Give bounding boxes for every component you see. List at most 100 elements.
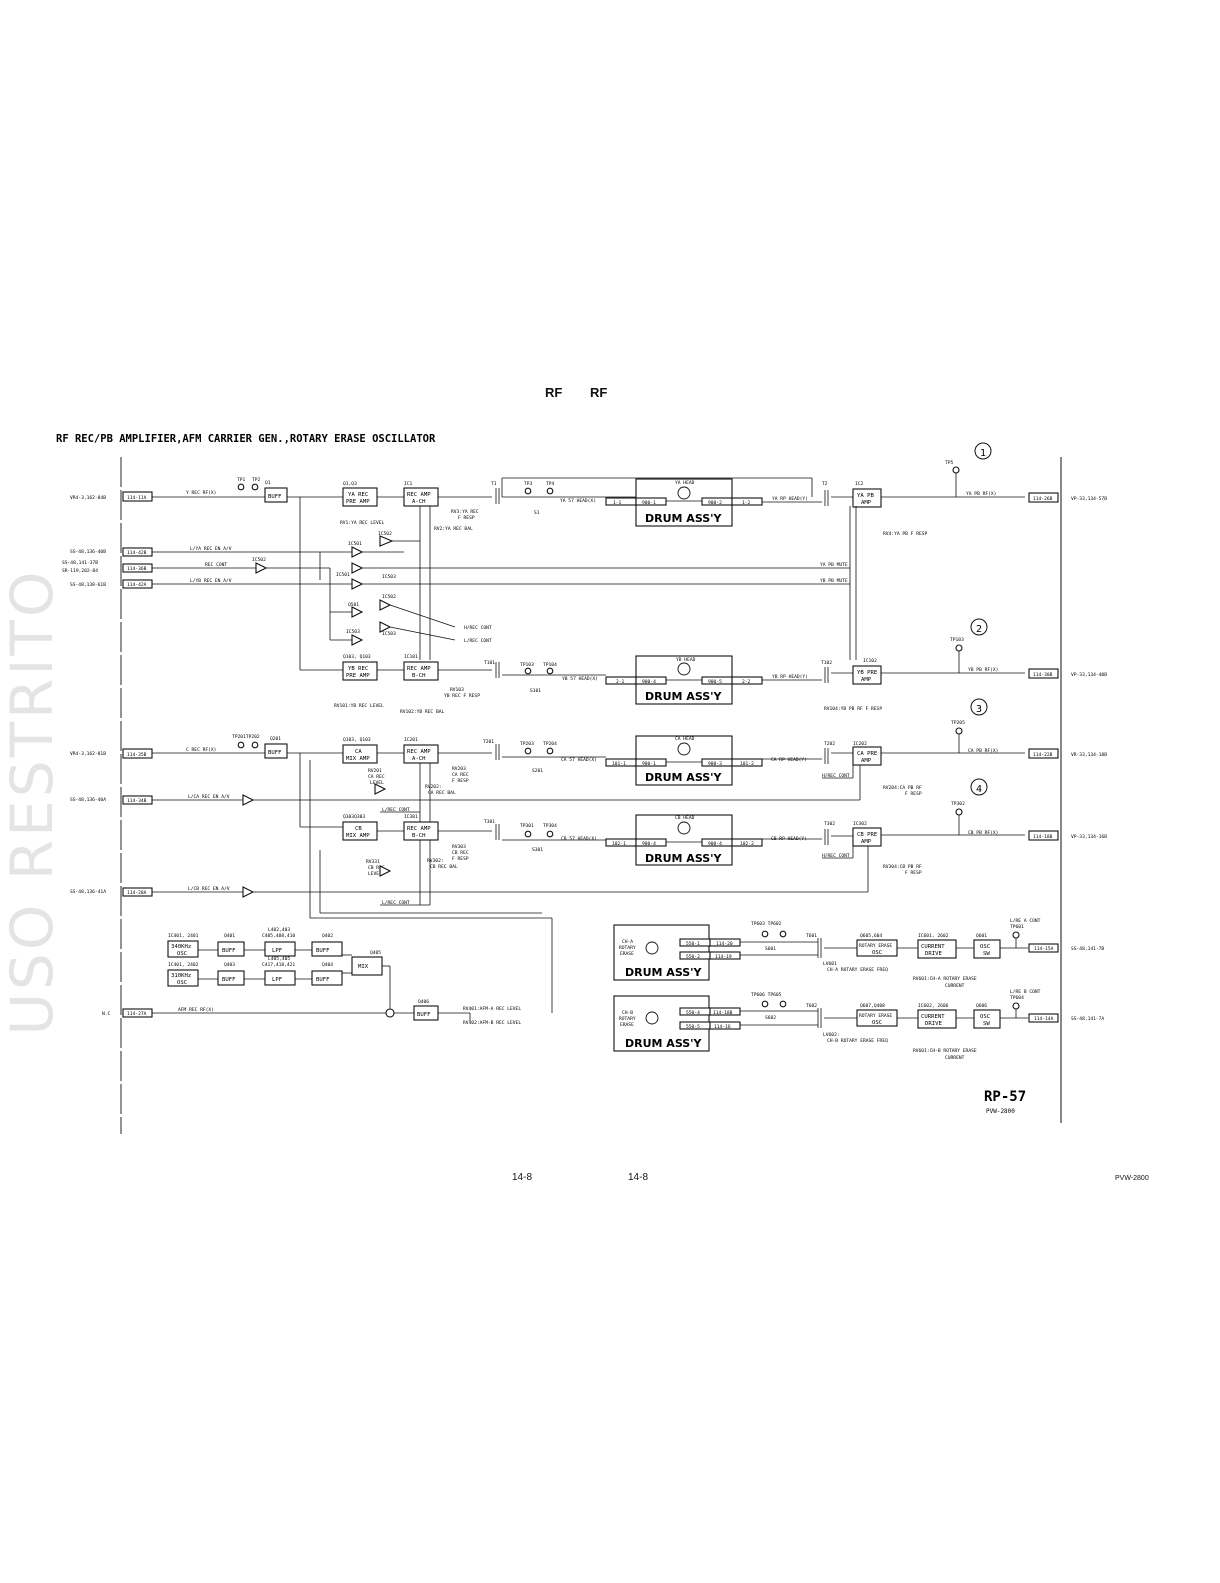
afm-section: IC401, 2401 340KHz OSC Q401 BUFF L402,40… <box>102 927 521 1026</box>
ya-buff-label: BUFF <box>268 494 282 500</box>
erase-b-osc-l2: OSC <box>872 1020 882 1026</box>
erase-a-c3: 114-20 <box>716 941 733 947</box>
ca-c1: 101-1 <box>612 761 626 767</box>
afm-rv2: RV402:AFM-B REC LEVEL <box>463 1020 521 1026</box>
afm-q3: Q403 <box>224 962 235 968</box>
yb-head: YB HEAD <box>676 657 696 663</box>
afm-buff5: BUFF <box>417 1012 431 1018</box>
ya-c3: 900-2 <box>708 500 722 506</box>
erase-b-rv-l1: RV601:CH-B ROTARY ERASE <box>913 1048 977 1054</box>
cb-tf2: T302 <box>824 821 835 827</box>
yb-ic2: IC102 <box>863 658 877 664</box>
erase-b-sw-l1: OSC <box>980 1014 990 1020</box>
erase-a-out-dst: SS-48,141-7B <box>1071 946 1104 952</box>
erase-b-head-l1: CH-B <box>622 1010 633 1016</box>
header-left-label: RF <box>545 385 563 400</box>
ctrl-src3: SS-48,138-61B <box>70 582 106 588</box>
ctrl-src2b: SR-119,202-84 <box>62 568 98 574</box>
erase-b-drv-l2: DRIVE <box>925 1021 942 1027</box>
ca-tp5: TP205 <box>951 720 965 726</box>
ya-pb-line1: YA PB <box>857 493 874 499</box>
cb-control: SS-48,136-41A 114-28A L/CB REC EN A/V L/… <box>70 760 869 1013</box>
yb-out-conn: 114-30B <box>1033 672 1053 678</box>
ca-rv3-l1: RV202: <box>425 784 442 790</box>
erase-a-head-l3: ERASE <box>620 951 634 957</box>
erase-b-c4: 114-16 <box>714 1024 731 1030</box>
cb-c3: 900-4 <box>708 841 722 847</box>
afm-mix: MIX <box>358 964 369 970</box>
ctrl-src5: SS-48,136-41A <box>70 889 106 895</box>
yb-c1: 2-1 <box>616 679 625 685</box>
ca-rv4-l2: F RESP <box>905 791 922 797</box>
q1-label: Q1 <box>265 480 271 486</box>
ctrl-src2a: SS-48,141-37B <box>62 560 98 566</box>
ctrl-src1: SS-48,136-40B <box>70 549 106 555</box>
ca-head-sig: CA 57 HEAD(X) <box>561 757 597 763</box>
ya-c4: 1-2 <box>742 500 751 506</box>
ctrl-ic1: IC501 <box>348 541 362 547</box>
yb-pb-l2: AMP <box>861 677 872 683</box>
yb-head-sig: YB 57 HEAD(X) <box>562 676 598 682</box>
yb-tp4: TP104 <box>543 662 557 668</box>
ca-rv4-l1: RV204:CA PB RF <box>883 785 922 791</box>
ya-rv2-l2: F RESP <box>458 515 475 521</box>
erase-b-section: CH-B ROTARY ERASE 550-4 550-5 114-18B 11… <box>613 989 1104 1061</box>
erase-b-out-dst: SS-48,141-7A <box>1071 1016 1104 1022</box>
afm-osc1-l2: OSC <box>177 951 187 957</box>
erase-b-rv-l2: CURRENT <box>945 1055 965 1061</box>
ctrl-conn2: 114-36B <box>127 566 147 572</box>
cb-out-dst: VP-33,134-16B <box>1071 834 1107 840</box>
erase-a-head-l1: CH-A <box>622 939 633 945</box>
ya-input-source: VR4-3,162-84B <box>70 495 106 501</box>
erase-a-drv-l1: CURRENT <box>921 944 945 950</box>
yb-tf2: T102 <box>821 660 832 666</box>
erase-b-sw-ref: Q606 <box>976 1003 987 1009</box>
ca-q: Q201 <box>270 736 281 742</box>
ya-input-connector <box>122 491 153 502</box>
cb-rv3-l2: CB REC BAL <box>430 864 458 870</box>
ca-c3: 900-3 <box>708 761 722 767</box>
board-model: PVW-2800 <box>986 1108 1015 1115</box>
afm-l1-l2: C405,408,410 <box>262 933 295 939</box>
erase-b-lv-l1: LV602: <box>823 1032 840 1038</box>
cb-s: S301 <box>532 847 543 853</box>
yb-rv2-l2: YB REC F RESP <box>444 693 480 699</box>
erase-b-out-conn: 114-14A <box>1034 1016 1054 1022</box>
cb-rv4-l2: F RESP <box>905 870 922 876</box>
control-section: SS-48,136-40B 114-42B L/YA REC EN A/V SS… <box>62 497 857 671</box>
erase-b-osc-ref: Q607,Q408 <box>860 1003 885 1009</box>
yb-c3: 900-5 <box>708 679 722 685</box>
ca-pb-l1: CA PRE <box>857 751 878 757</box>
yb-tp5: TP103 <box>950 637 964 643</box>
ya-pb-line2: AMP <box>861 500 872 506</box>
cb-tf: T301 <box>484 819 495 825</box>
afm-rv1: RV401:AFM-A REC LEVEL <box>463 1006 521 1012</box>
ya-rv3: RV2:YA REC BAL <box>434 526 473 532</box>
ya-rv2-l1: RV3:YA REC <box>451 509 479 515</box>
cb-head-sig: CB 57 HEAD(X) <box>561 836 597 842</box>
erase-b-tp: TP606 TP605 <box>751 992 782 998</box>
cb-c1: 102-1 <box>612 841 626 847</box>
erase-a-tp2-l2: TP601 <box>1010 924 1024 930</box>
erase-a-c4: 114-19 <box>715 954 732 960</box>
footer-right-page: 14-8 <box>628 1172 649 1183</box>
cb-rec-cont: H/REC CONT <box>822 853 850 859</box>
afm-sig: AFM REC RF(X) <box>178 1007 214 1013</box>
afm-l2-l1: L405,405 <box>268 956 290 962</box>
tp2-label: TP2 <box>252 477 261 483</box>
afm-lpf1: LPF <box>272 948 283 954</box>
afm-l1-l1: L402,403 <box>268 927 290 933</box>
cb-rv2-l3: F RESP <box>452 856 469 862</box>
footer-left-page: 14-8 <box>512 1172 533 1183</box>
cb-c4: 102-2 <box>740 841 754 847</box>
ya-mute-label: YA PB MUTE <box>820 562 848 568</box>
yb-pre-l1: YB REC <box>348 666 368 672</box>
yb-c4: 2-2 <box>742 679 751 685</box>
afm-q1: Q401 <box>224 933 235 939</box>
ctrl-conn1: 114-42B <box>127 550 147 556</box>
erase-b-head-l3: ERASE <box>620 1022 634 1028</box>
ca-buff: BUFF <box>268 750 282 756</box>
cb-pre-l2: MIX AMP <box>346 833 370 839</box>
ca-out-dst: VR-33,134-18B <box>1071 752 1107 758</box>
cb-rv4-l1: RV304:CB PB RF <box>883 864 922 870</box>
